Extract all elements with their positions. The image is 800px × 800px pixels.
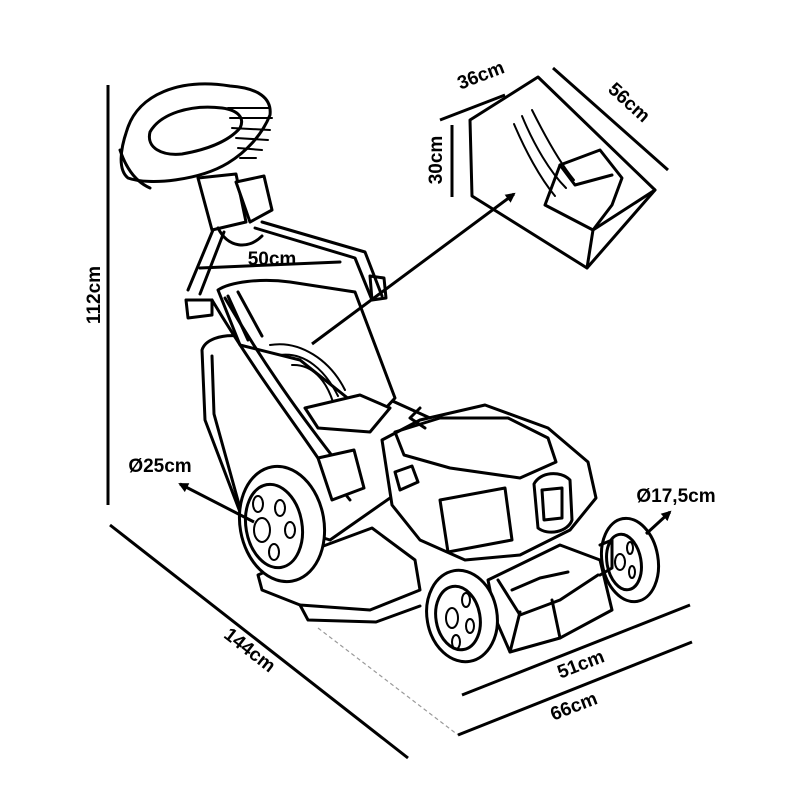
handle-illustration [118, 82, 388, 320]
box-height-label: 30cm [426, 136, 447, 185]
height-label: 112cm [84, 266, 105, 324]
rear-wheel-pointer-arrow [178, 482, 255, 524]
front-wheel-diameter-label: Ø17,5cm [636, 486, 715, 507]
front-wheel-pointer-arrow [644, 510, 672, 536]
handle-width-label: 50cm [248, 249, 297, 270]
grass-box-pointer-arrow [311, 192, 516, 346]
rear-wheel-diameter-label: Ø25cm [128, 456, 191, 477]
length-projection-dashed-line [317, 627, 459, 736]
rear-wheel-illustration [237, 464, 327, 584]
mower-body-illustration [200, 278, 614, 654]
deck-width-dimension-line [461, 603, 691, 697]
grass-box-illustration [468, 75, 657, 270]
length-dimension-line [109, 523, 409, 760]
total-width-dimension-line [457, 640, 693, 737]
box-length-dimension-line [552, 66, 669, 172]
front-right-wheel-illustration [598, 516, 661, 604]
box-width-dimension-line [439, 93, 506, 122]
box-width-label: 36cm [455, 57, 508, 94]
total-width-label: 66cm [548, 688, 601, 725]
front-left-wheel-illustration [425, 568, 499, 664]
